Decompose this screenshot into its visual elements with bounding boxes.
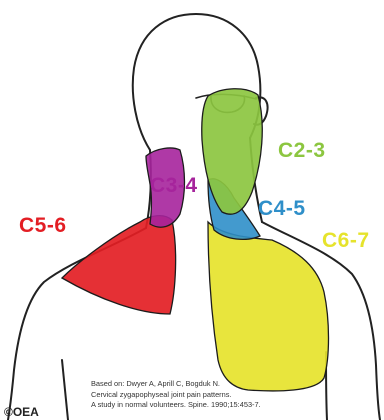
label-c5-6: C5-6 xyxy=(19,214,67,238)
citation-line-2: Cervical zygapophyseal joint pain patter… xyxy=(91,390,381,401)
citation-block: Based on: Dwyer A, Aprill C, Bogduk N. C… xyxy=(91,379,381,411)
copyright-mark: ©OEA xyxy=(4,405,39,419)
arm-left-inner-outline xyxy=(62,360,68,420)
label-c3-4: C3-4 xyxy=(150,174,198,198)
label-c4-5: C4-5 xyxy=(258,197,306,221)
pain-zones xyxy=(62,89,329,391)
label-c2-3: C2-3 xyxy=(278,139,326,163)
zone-c5-6 xyxy=(62,216,176,314)
zone-c6-7 xyxy=(208,222,329,391)
label-c6-7: C6-7 xyxy=(322,229,370,253)
citation-line-1: Based on: Dwyer A, Aprill C, Bogduk N. xyxy=(91,379,381,390)
citation-line-3: A study in normal volunteers. Spine. 199… xyxy=(91,400,381,411)
